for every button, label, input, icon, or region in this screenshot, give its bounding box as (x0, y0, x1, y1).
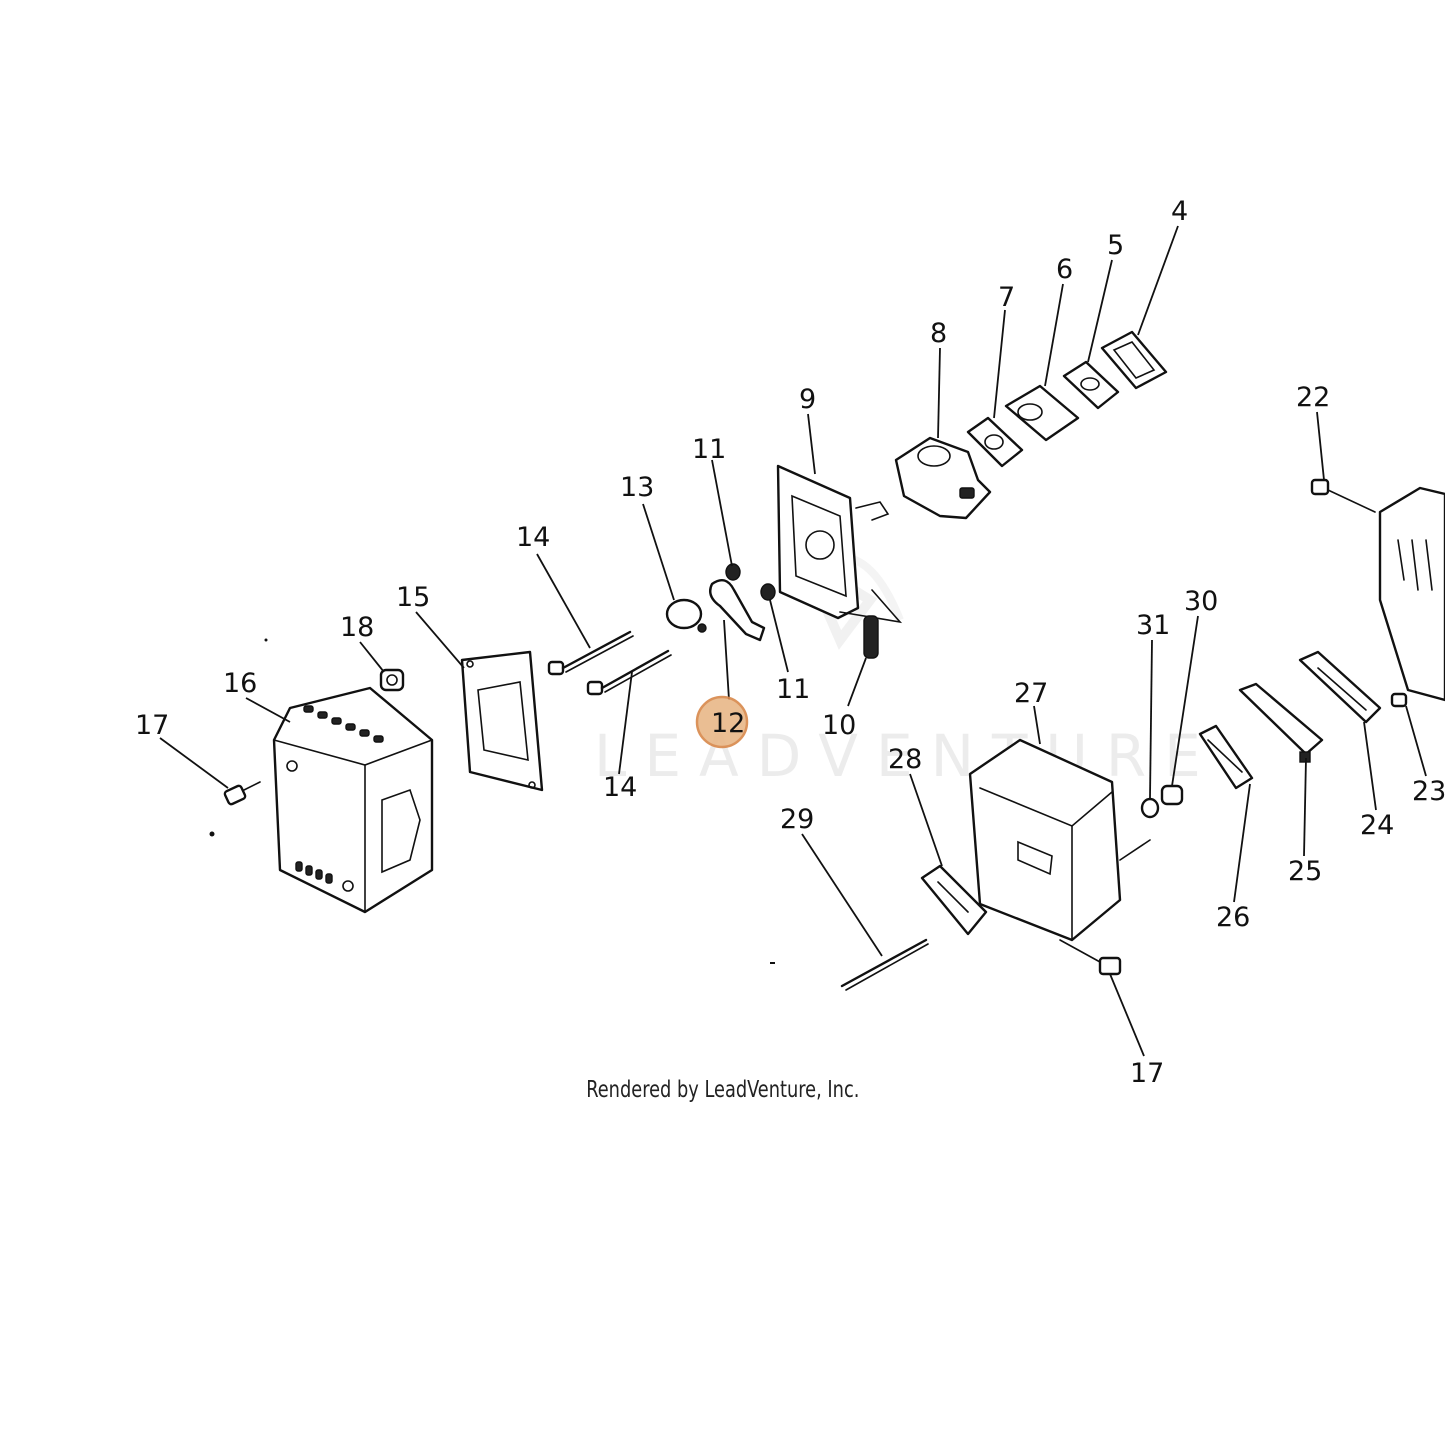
part-plate-24[interactable] (1298, 650, 1382, 724)
part-screw-14-lower[interactable] (586, 649, 672, 696)
part-detent-ball-11-upper[interactable] (725, 563, 741, 581)
callout-26[interactable]: 26 (1216, 902, 1250, 933)
part-washer-31[interactable] (1140, 797, 1160, 819)
part-gasket-5[interactable] (1062, 360, 1120, 410)
part-choke-plate-13[interactable] (665, 598, 707, 633)
part-plate-25[interactable] (1238, 682, 1324, 763)
callout-17-left[interactable]: 17 (135, 710, 169, 741)
callout-13[interactable]: 13 (620, 472, 654, 503)
callout-11-lower[interactable]: 11 (776, 674, 810, 705)
callout-5[interactable]: 5 (1107, 230, 1124, 261)
part-bolt-17-left[interactable] (223, 781, 261, 806)
callout-12[interactable]: 12 (711, 708, 745, 739)
highlight-marker[interactable] (695, 695, 749, 749)
callout-18[interactable]: 18 (340, 612, 374, 643)
part-insulator-6[interactable] (1004, 384, 1080, 442)
part-gasket-7[interactable] (966, 416, 1024, 468)
part-choke-lever-12[interactable] (709, 578, 766, 642)
part-screw-14-upper[interactable] (547, 630, 634, 676)
callout-8[interactable]: 8 (930, 318, 947, 349)
part-gasket-26[interactable] (1198, 724, 1254, 790)
callout-25[interactable]: 25 (1288, 856, 1322, 887)
callout-24[interactable]: 24 (1360, 810, 1394, 841)
part-stud-29[interactable] (840, 938, 929, 991)
part-nut-18[interactable] (379, 668, 405, 692)
callout-17-right[interactable]: 17 (1130, 1058, 1164, 1089)
callout-16[interactable]: 16 (223, 668, 257, 699)
render-credit: Rendered by LeadVenture, Inc. (585, 1077, 860, 1103)
part-bolt-17-right[interactable] (1059, 939, 1122, 976)
callout-28[interactable]: 28 (888, 744, 922, 775)
callout-30[interactable]: 30 (1184, 586, 1218, 617)
part-gasket-4[interactable] (1100, 330, 1168, 390)
part-bolt-22[interactable] (1310, 478, 1376, 513)
callout-6[interactable]: 6 (1056, 254, 1073, 285)
part-detent-ball-11-lower[interactable] (760, 583, 776, 601)
part-gasket-28[interactable] (920, 864, 988, 936)
callout-9[interactable]: 9 (799, 384, 816, 415)
scan-specks (209, 638, 775, 964)
part-bolt-23[interactable] (1390, 692, 1408, 708)
part-carburetor-8[interactable] (894, 436, 992, 520)
callout-27[interactable]: 27 (1014, 678, 1048, 709)
part-carb-spacer-9[interactable] (776, 464, 903, 624)
callout-11-upper[interactable]: 11 (692, 434, 726, 465)
callout-14-lower[interactable]: 14 (603, 772, 637, 803)
callout-31[interactable]: 31 (1136, 610, 1170, 641)
callout-22[interactable]: 22 (1296, 382, 1330, 413)
part-gasket-15[interactable] (460, 650, 544, 792)
callout-labels: 4 5 6 7 8 9 10 11 11 12 13 14 14 15 16 1… (135, 196, 1445, 1089)
callout-14-upper[interactable]: 14 (516, 522, 550, 553)
callout-7[interactable]: 7 (998, 282, 1015, 313)
callout-29[interactable]: 29 (780, 804, 814, 835)
part-air-cleaner-cover[interactable] (272, 686, 434, 914)
part-spring-10[interactable] (863, 615, 879, 659)
callout-23[interactable]: 23 (1412, 776, 1445, 807)
callout-15[interactable]: 15 (396, 582, 430, 613)
part-muffler-27[interactable] (968, 738, 1151, 942)
leader-lines (159, 225, 1427, 1057)
callout-4[interactable]: 4 (1171, 196, 1188, 227)
part-nut-30[interactable] (1160, 784, 1184, 806)
part-muffler-shield[interactable] (1378, 486, 1445, 702)
callout-10[interactable]: 10 (822, 710, 856, 741)
